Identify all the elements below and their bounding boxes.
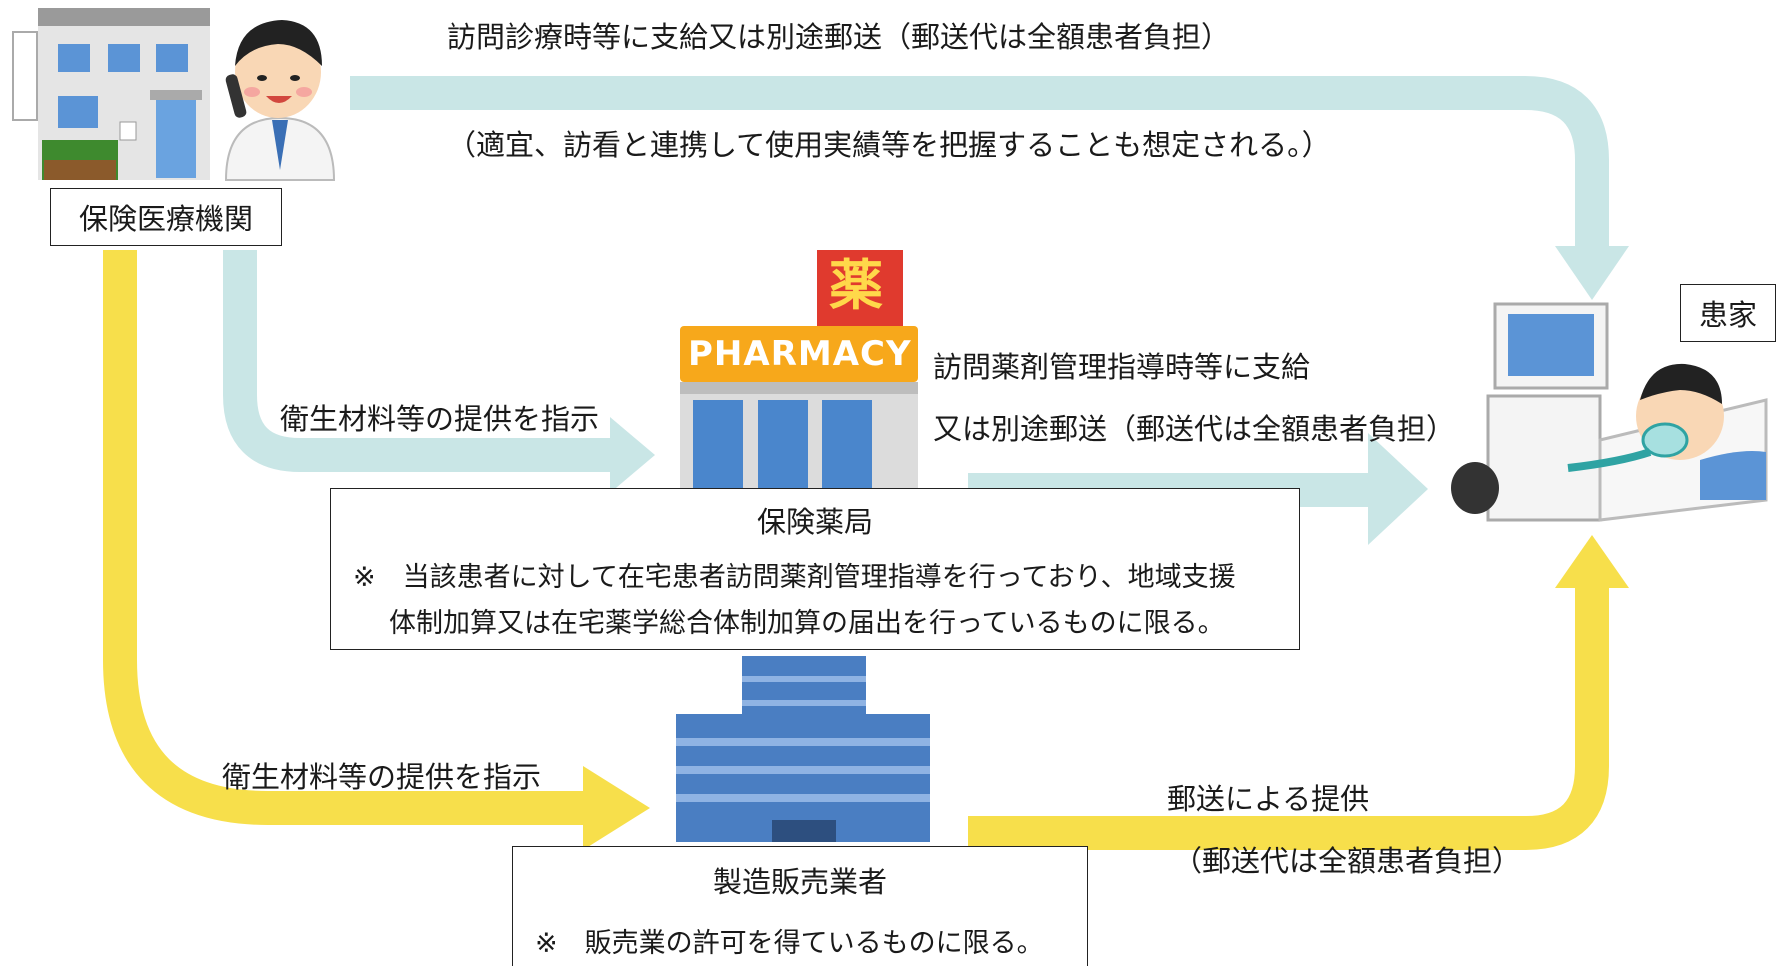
pharmacy-label: 保険薬局: [756, 505, 873, 539]
patient-home-label: 患家: [1680, 284, 1776, 342]
hospital-label: 保険医療機関: [50, 188, 282, 246]
pharmacy-note-line1: ※ 当該患者に対して在宅患者訪問薬剤管理指導を行っており、地域支援: [353, 562, 1236, 593]
edge-hospital-to-manufacturer-label: 衛生材料等の提供を指示: [222, 760, 542, 794]
pharmacy-box: 保険薬局 ※ 当該患者に対して在宅患者訪問薬剤管理指導を行っており、地域支援 体…: [330, 488, 1300, 650]
arrow-hospital-to-pharmacy: [223, 250, 655, 493]
pharmacy-sign-text: PHARMACY: [688, 334, 912, 374]
hospital-building-icon: [12, 8, 210, 180]
arrow-hospital-to-patient: [350, 76, 1629, 300]
manufacturer-label: 製造販売業者: [712, 865, 887, 899]
arrow-manufacturer-to-patient: [968, 535, 1629, 850]
edge-hospital-to-patient-line2: （適宜、訪看と連携して使用実績等を把握することも想定される。）: [447, 128, 1331, 162]
pharmacy-note-line2: 体制加算又は在宅薬学総合体制加算の届出を行っているものに限る。: [389, 608, 1225, 639]
edge-manufacturer-to-patient-line2: （郵送代は全額患者負担）: [1173, 844, 1522, 878]
arrow-hospital-to-manufacturer: [103, 250, 650, 850]
edge-manufacturer-to-patient-line1: 郵送による提供: [1167, 782, 1370, 816]
doctor-on-phone-icon: [224, 20, 336, 181]
edge-hospital-to-patient-line1: 訪問診療時等に支給又は別途郵送（郵送代は全額患者負担）: [447, 20, 1231, 54]
edge-pharmacy-to-patient-line2: 又は別途郵送（郵送代は全額患者負担）: [933, 412, 1456, 446]
office-building-icon: [676, 656, 930, 842]
edge-hospital-to-pharmacy-label: 衛生材料等の提供を指示: [280, 402, 600, 436]
manufacturer-box: 製造販売業者 ※ 販売業の許可を得ているものに限る。: [512, 846, 1088, 966]
manufacturer-note: ※ 販売業の許可を得ているものに限る。: [535, 928, 1044, 959]
patient-with-ventilator-icon: [1451, 302, 1768, 522]
pharmacy-store-icon: [680, 250, 918, 490]
edge-pharmacy-to-patient-line1: 訪問薬剤管理指導時等に支給: [933, 350, 1311, 384]
pharmacy-sign-kanji: 薬: [829, 254, 883, 317]
